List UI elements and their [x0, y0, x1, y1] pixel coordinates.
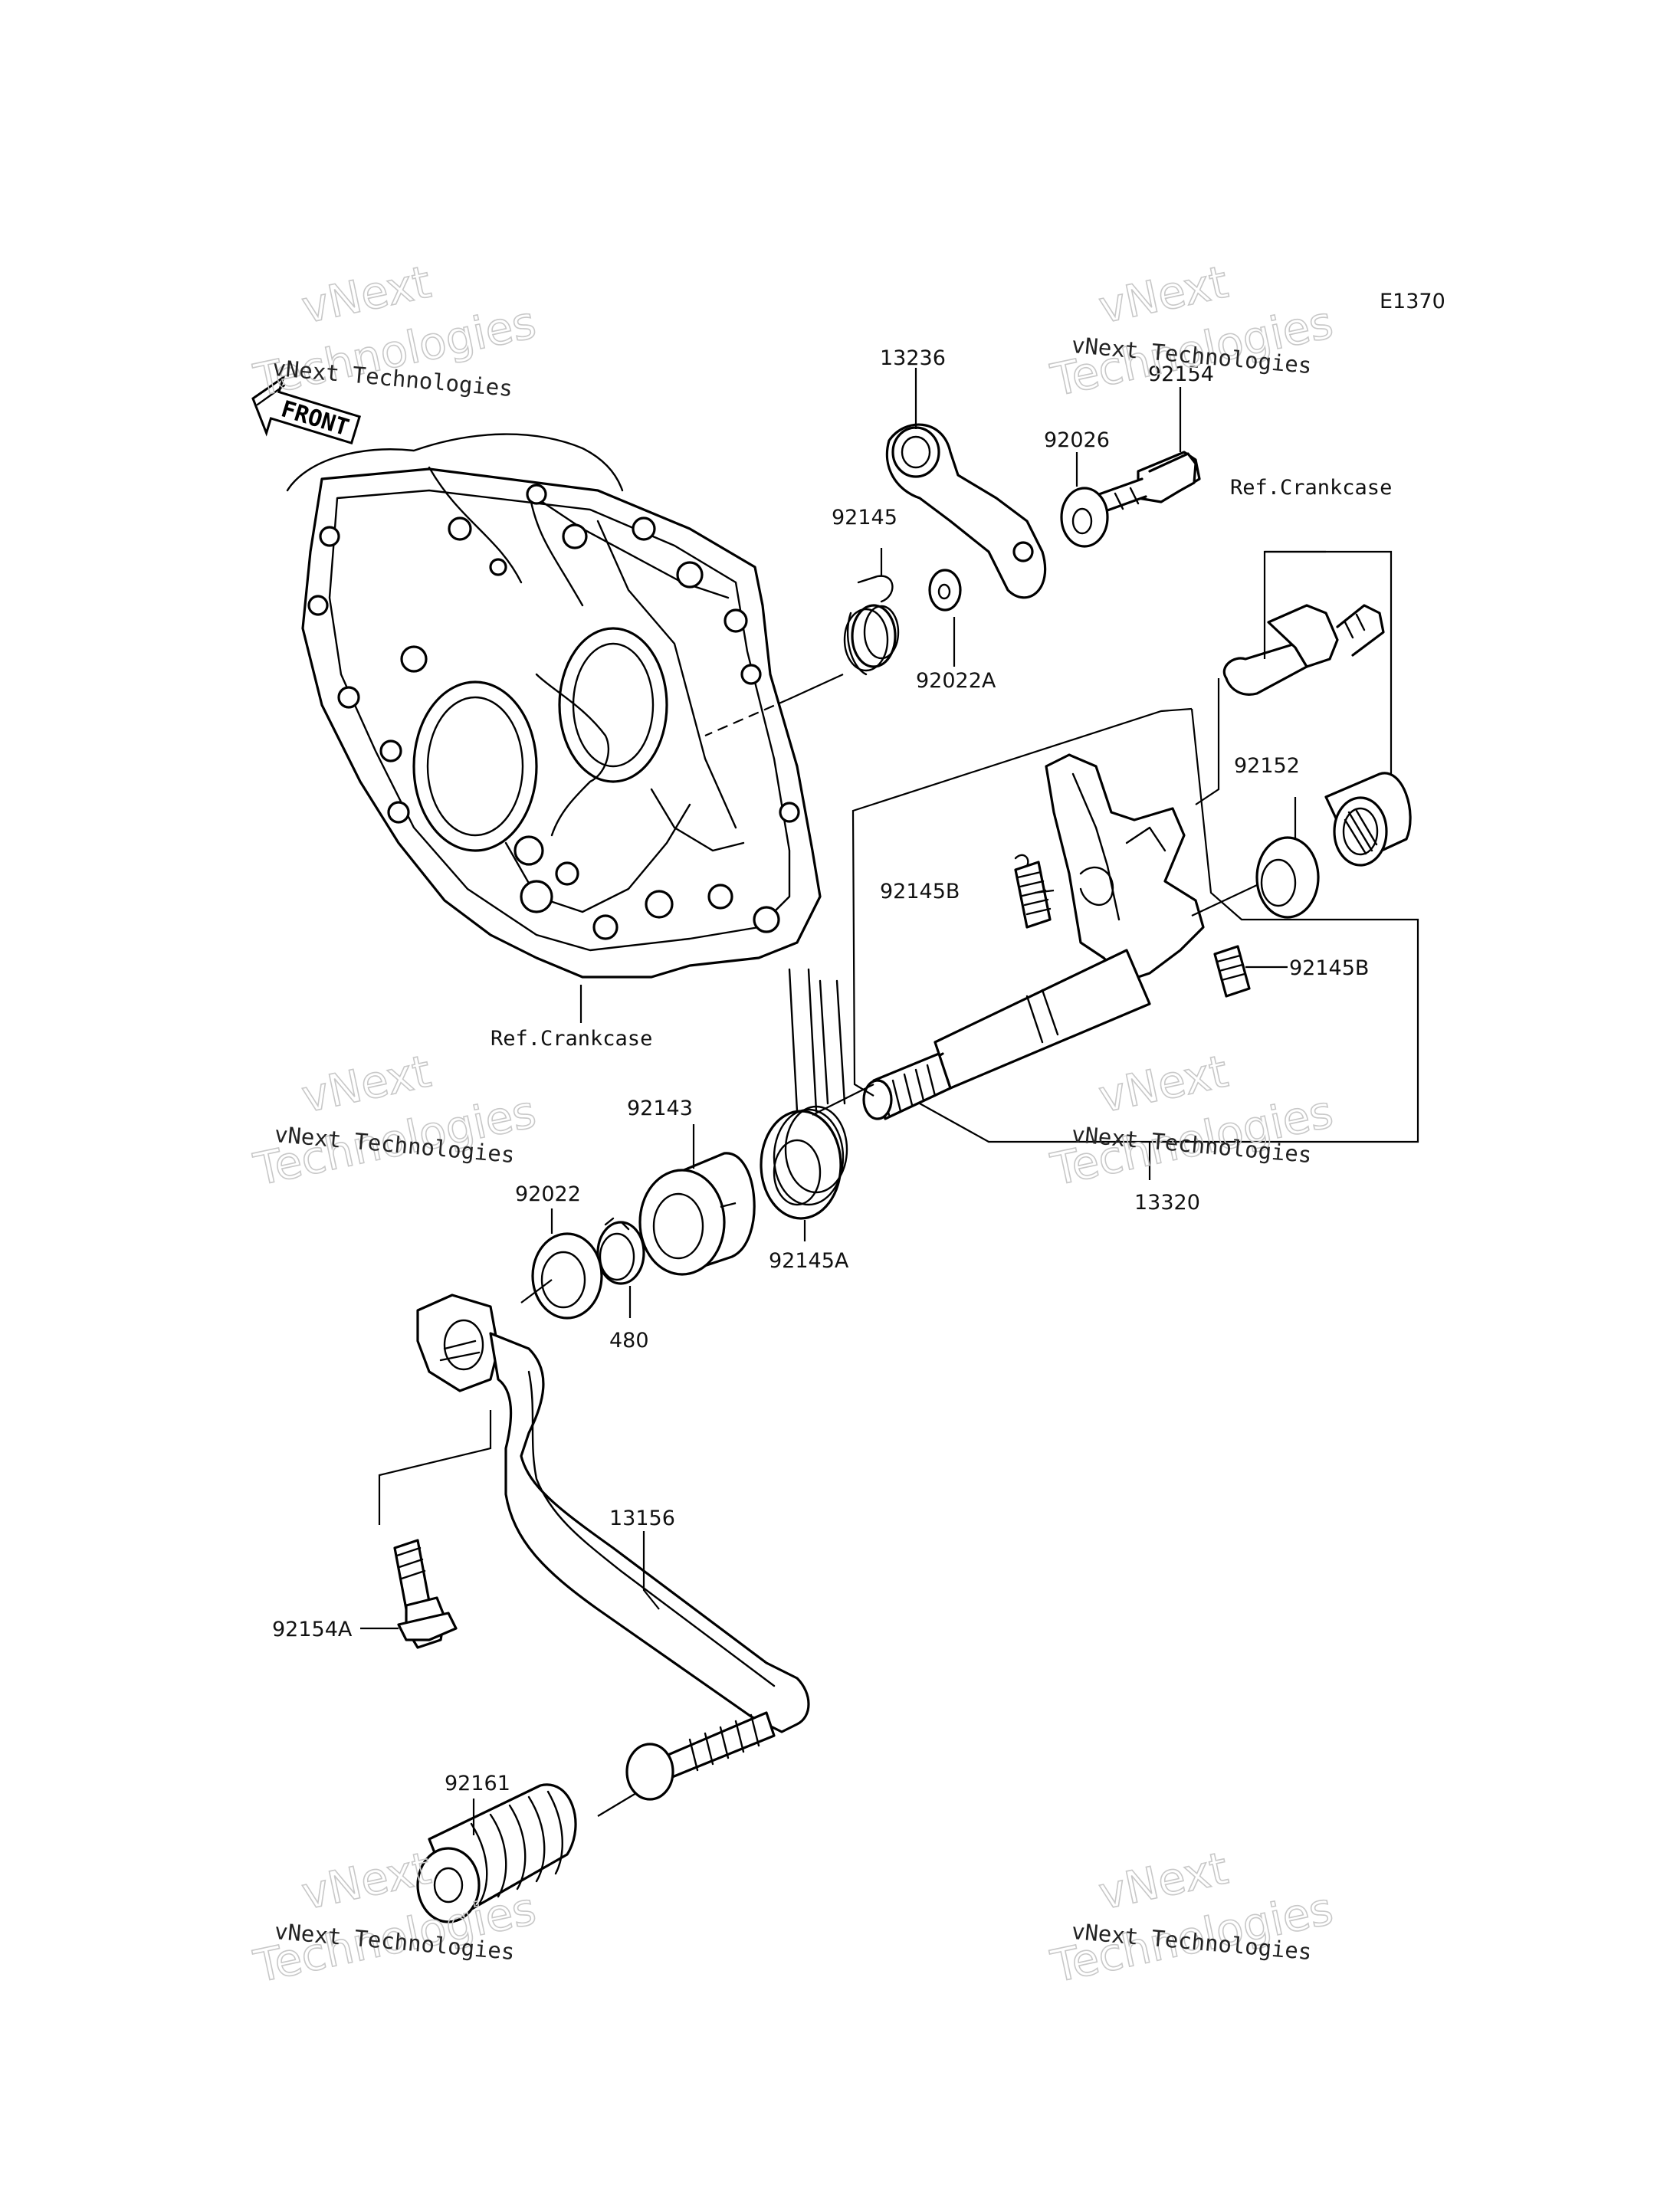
part-92026-washer	[1060, 487, 1109, 548]
part-92022-washer	[531, 1232, 603, 1320]
label-92161: 92161	[445, 1772, 510, 1795]
label-92145: 92145	[832, 506, 897, 530]
label-480: 480	[609, 1329, 649, 1353]
label-ref-crankcase-left: Ref.Crankcase	[491, 1027, 652, 1051]
label-ref-crankcase-top: Ref.Crankcase	[1230, 476, 1392, 500]
part-92161-pedal-rubber	[416, 1783, 577, 1923]
label-92022A: 92022A	[916, 669, 996, 693]
part-92143-collar	[638, 1152, 756, 1276]
label-92143: 92143	[627, 1097, 693, 1120]
part-needle-bearing	[1324, 772, 1412, 867]
label-13236: 13236	[880, 346, 946, 370]
label-92154A: 92154A	[272, 1618, 353, 1641]
part-92152-washer	[1255, 836, 1320, 919]
part-92145-spring	[843, 575, 900, 676]
label-13320: 13320	[1134, 1191, 1200, 1215]
diagram-code: E1370	[1380, 290, 1445, 313]
watermark-top-left: vNext Technologies vNext Technologies	[249, 255, 541, 407]
part-13156-shift-pedal	[416, 1294, 810, 1801]
part-stud-ref-crankcase	[1222, 604, 1385, 696]
label-92026: 92026	[1044, 428, 1110, 452]
watermark-bottom-right: vNext Technologies vNext Technologies	[1046, 1841, 1338, 1993]
part-13320-shift-shaft	[862, 753, 1205, 1120]
part-92154A-bolt	[393, 1539, 458, 1649]
watermark-mid-left: vNext Technologies vNext Technologies	[249, 1044, 541, 1196]
watermark-mid-right: vNext Technologies vNext Technologies	[1046, 1044, 1338, 1196]
label-92145A: 92145A	[769, 1249, 849, 1273]
part-92145A-return-spring	[760, 968, 848, 1220]
label-13156: 13156	[609, 1507, 675, 1530]
part-labels: 13236 92154 92026 Ref.Crankcase 92145 92…	[272, 346, 1392, 1795]
part-13236-shift-arm	[885, 423, 1047, 599]
label-92145B-left: 92145B	[880, 880, 960, 903]
part-480-circlip	[596, 1217, 645, 1285]
label-92145B-right: 92145B	[1289, 956, 1369, 980]
part-92145B-spring-left	[1014, 854, 1052, 929]
part-92022A-washer	[928, 569, 962, 612]
label-92022: 92022	[515, 1182, 581, 1206]
label-92154: 92154	[1148, 362, 1214, 386]
leader-lines	[360, 368, 1419, 1835]
part-92145B-spring-right	[1213, 945, 1251, 998]
label-92152: 92152	[1234, 754, 1300, 778]
crankcase	[286, 433, 822, 979]
